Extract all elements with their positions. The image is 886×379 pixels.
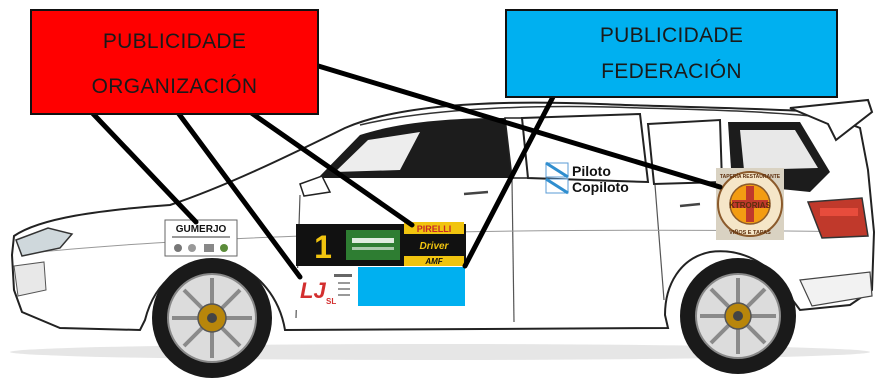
ltj-suffix-label: SL xyxy=(326,297,336,306)
ktrorias-sponsor-decal: KTRORIAS TAPERÍA RESTAURANTE VIÑOS E TAP… xyxy=(716,168,784,240)
tail-light-highlight xyxy=(820,208,858,216)
callout-publicidade-federacion: PUBLICIDADE FEDERACIÓN xyxy=(505,9,838,98)
ktrorias-top-label: TAPERÍA RESTAURANTE xyxy=(720,172,781,180)
driver-label: Driver xyxy=(420,241,450,252)
ktrorias-bottom-label: VIÑOS E TAPAS xyxy=(729,229,771,236)
race-number: 1 xyxy=(314,229,332,265)
galician-flag-icon-2 xyxy=(546,179,568,193)
pilot-name: Piloto xyxy=(572,163,611,179)
callout-fed-line1: PUBLICIDADE xyxy=(600,23,743,48)
ktrorias-label: KTRORIAS xyxy=(729,201,771,210)
front-wheel xyxy=(152,258,272,378)
rear-wheel xyxy=(680,258,796,374)
svg-text:LJ: LJ xyxy=(300,278,326,303)
callout-org-line1: PUBLICIDADE xyxy=(103,29,246,54)
pirelli-label: PIRELLI xyxy=(417,224,452,234)
federation-plate xyxy=(358,267,465,306)
callout-fed-line2: FEDERACIÓN xyxy=(601,59,742,84)
gumerjo-label: GUMERJO xyxy=(176,224,227,235)
gumerjo-sponsor-decal: GUMERJO xyxy=(165,220,237,256)
galician-flag-icon xyxy=(546,163,568,177)
race-number-panel: 1 PIRELLI Driver AMF xyxy=(296,222,466,266)
front-grille xyxy=(14,262,46,296)
leader-org-to-gumerjo xyxy=(80,100,196,222)
copilot-name: Copiloto xyxy=(572,179,629,195)
amf-label: AMF xyxy=(424,257,443,266)
callout-publicidade-organizacion: PUBLICIDADE ORGANIZACIÓN xyxy=(30,9,319,115)
callout-org-line2: ORGANIZACIÓN xyxy=(92,74,258,99)
